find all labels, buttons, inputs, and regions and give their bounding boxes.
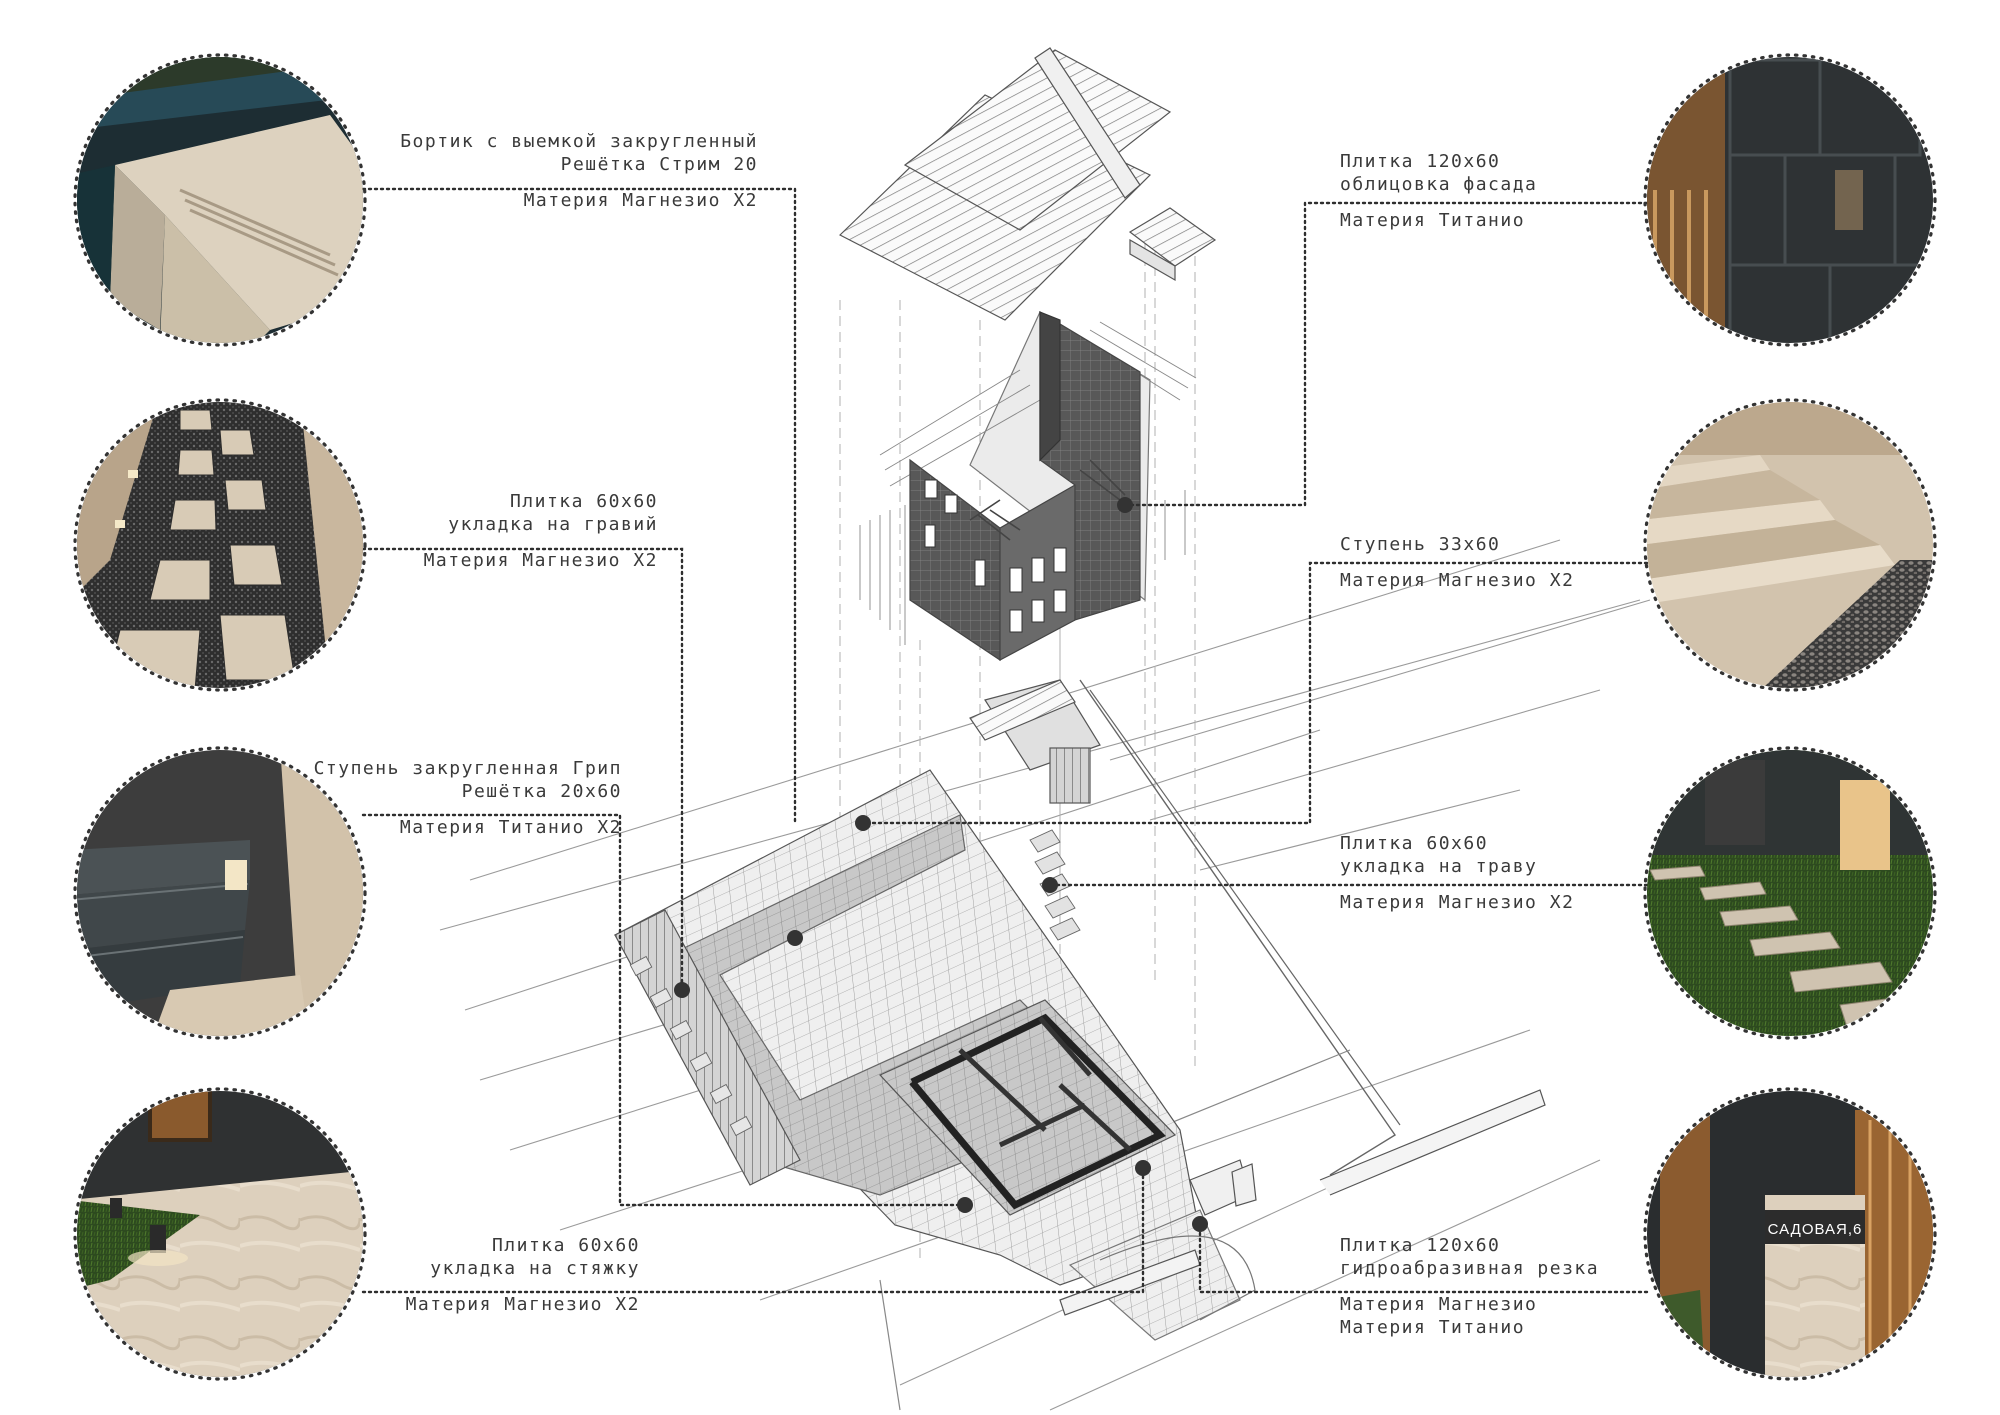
exploded-axonometry bbox=[439, 47, 1651, 1411]
label-line: Плитка 60x60 bbox=[509, 491, 658, 512]
label-line: Ступень 33x60 bbox=[1340, 534, 1501, 555]
facade-photo bbox=[1647, 57, 1933, 343]
label-material: Материя Магнезио X2 bbox=[423, 550, 658, 571]
label-line: укладка на гравий bbox=[448, 514, 658, 535]
address-sign: САДОВАЯ,6 bbox=[1768, 1221, 1863, 1238]
label-grass-tile: Плитка 60x60 укладка на траву Материя Ма… bbox=[1340, 832, 1574, 914]
steps-photo bbox=[1647, 402, 1933, 688]
leader-dots bbox=[674, 497, 1208, 1232]
label-line: Плитка 60x60 bbox=[491, 1235, 640, 1256]
gravel-path-photo bbox=[77, 402, 363, 688]
label-step: Ступень 33x60 Материя Магнезио X2 bbox=[1340, 533, 1574, 592]
address-sign-text: САДОВАЯ,6 bbox=[1768, 1221, 1863, 1238]
roof-level bbox=[838, 47, 1217, 321]
label-rounded-step: Ступень закругленная Грип Решётка 20x60 … bbox=[314, 757, 622, 839]
label-line: Ступень закругленная Грип bbox=[313, 758, 622, 779]
label-line: укладка на траву bbox=[1340, 856, 1538, 877]
grass-stepping-photo bbox=[1647, 750, 1933, 1036]
label-facade-tile: Плитка 120x60 облицовка фасада Материя Т… bbox=[1340, 150, 1537, 232]
label-material: Материя Магнезио X2 bbox=[1340, 892, 1575, 913]
label-line: Решётка 20x60 bbox=[461, 781, 622, 802]
leader-lines bbox=[361, 187, 1649, 1294]
house-level bbox=[859, 310, 1197, 662]
label-material: Материя Титанио X2 bbox=[399, 817, 622, 838]
label-line: Плитка 120x60 bbox=[1340, 1235, 1501, 1256]
label-line: Плитка 60x60 bbox=[1340, 833, 1489, 854]
label-material: Материя Титанио bbox=[1340, 210, 1526, 231]
label-pool-edge: Бортик с выемкой закругленный Решётка Ст… bbox=[400, 130, 758, 212]
label-line: Бортик с выемкой закругленный bbox=[400, 131, 758, 152]
label-material: Материя Титанио bbox=[1340, 1317, 1526, 1338]
label-gravel-tile: Плитка 60x60 укладка на гравий Материя М… bbox=[424, 490, 658, 572]
label-waterjet-tile: Плитка 120x60 гидроабразивная резка Мате… bbox=[1340, 1234, 1599, 1339]
pool-edge-photo bbox=[77, 57, 363, 343]
label-line: гидроабразивная резка bbox=[1340, 1258, 1600, 1279]
label-material: Материя Магнезио X2 bbox=[1340, 570, 1575, 591]
label-screed-tile: Плитка 60x60 укладка на стяжку Материя М… bbox=[406, 1234, 640, 1316]
label-material: Материя Магнезио bbox=[1340, 1294, 1538, 1315]
terrace-photo bbox=[77, 1091, 363, 1377]
photo-frames bbox=[73, 53, 1937, 1381]
label-line: Плитка 120x60 bbox=[1340, 151, 1501, 172]
ground-level bbox=[614, 679, 1546, 1411]
label-material: Материя Магнезио X2 bbox=[523, 190, 758, 211]
label-line: Решётка Стрим 20 bbox=[560, 154, 758, 175]
label-line: облицовка фасада bbox=[1340, 174, 1538, 195]
label-line: укладка на стяжку bbox=[430, 1258, 640, 1279]
label-material: Материя Магнезио X2 bbox=[405, 1294, 640, 1315]
